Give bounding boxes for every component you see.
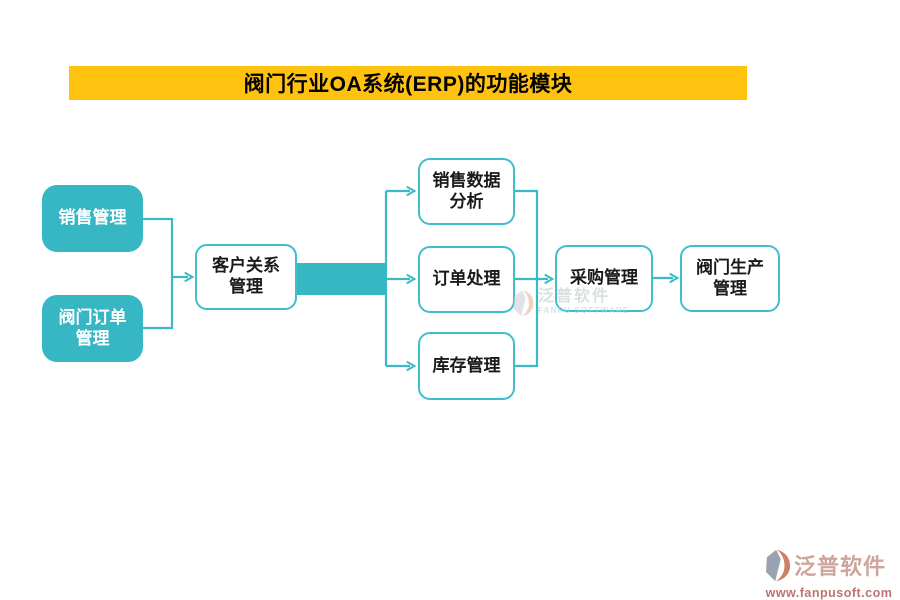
node-sales-data-analysis: 销售数据 分析 [418,158,515,225]
node-label: 客户关系 [212,256,280,276]
node-label: 管理 [229,277,263,296]
watermark-brand-en: FANPU SOFTWARE [538,305,630,315]
center-watermark: 泛普软件 FANPU SOFTWARE [512,288,629,320]
node-label: 管理 [713,278,747,298]
logo-url-text: www.fanpusoft.com [765,586,893,600]
fanpu-logo-icon [513,290,534,317]
node-label: 管理 [75,328,110,348]
watermark-brand: 泛普软件 [538,288,611,305]
connector-edges [143,185,680,372]
node-label: 库存管理 [432,355,501,375]
edge-crm-thick-bar [297,263,386,295]
diagram-title-bar: 阀门行业OA系统(ERP)的功能模块 [69,66,747,100]
logo-brand-text: 泛普软件 [794,553,887,579]
fanpu-logo-icon [765,549,791,582]
diagram-title: 阀门行业OA系统(ERP)的功能模块 [243,73,573,96]
fanpu-logo: 泛普软件 www.fanpusoft.com [764,548,894,600]
watermark-text: 泛普软件 FANPU SOFTWARE [538,288,629,315]
node-customer-relationship-management: 客户关系 管理 [195,244,297,310]
node-sales-management: 销售管理 [42,185,143,252]
node-label: 采购管理 [570,268,638,288]
node-inventory-management: 库存管理 [418,332,515,400]
node-label: 销售管理 [58,208,127,228]
node-label: 阀门订单 [58,307,127,327]
fanpu-logo-row: 泛普软件 [764,548,894,585]
node-label: 订单处理 [432,269,501,289]
node-label: 销售数据 [432,170,501,190]
node-label: 阀门生产 [696,257,764,277]
node-procurement-management: 采购管理 [555,245,653,312]
node-valve-order-management: 阀门订单 管理 [42,295,143,362]
node-order-processing: 订单处理 [418,246,515,313]
node-valve-production-management: 阀门生产 管理 [680,245,780,312]
node-label: 分析 [449,191,484,211]
